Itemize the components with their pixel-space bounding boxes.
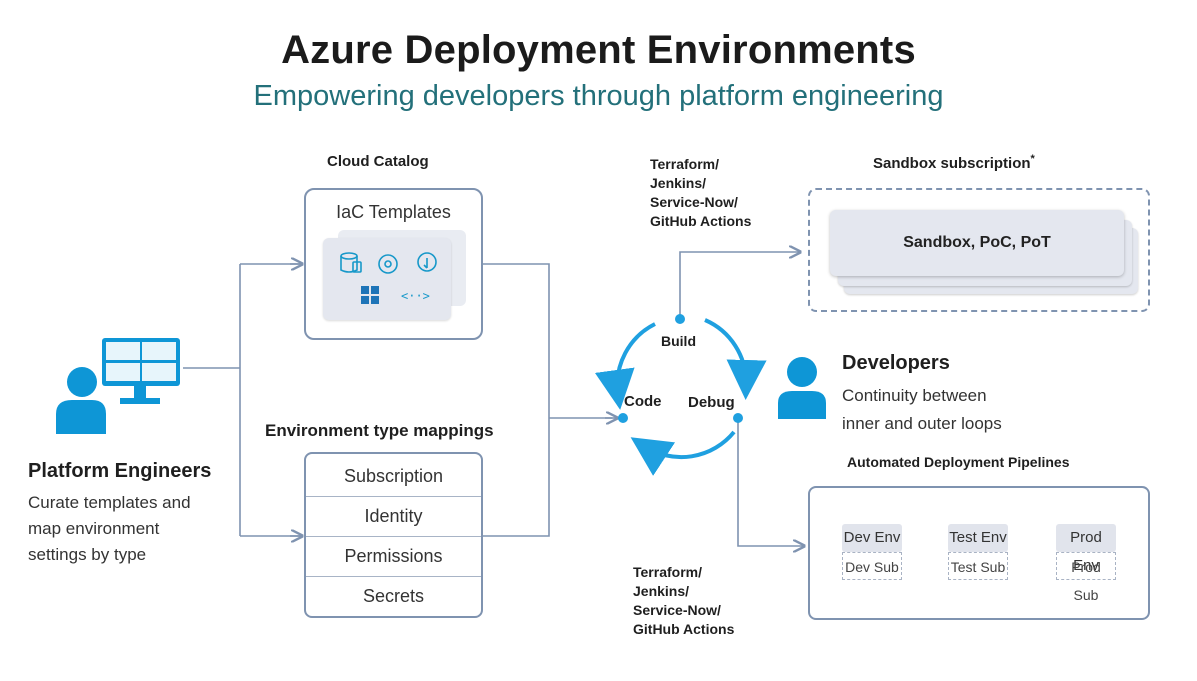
tools-top-line: Service-Now/ (650, 194, 738, 210)
tools-bottom-line: GitHub Actions (633, 621, 735, 637)
developers-desc: Continuity between inner and outer loops (842, 382, 1002, 438)
developer-icon (776, 355, 828, 421)
tools-bottom: Terraform/ Jenkins/ Service-Now/ GitHub … (633, 563, 734, 639)
platform-desc: Curate templates and map environment set… (28, 490, 191, 568)
env-dev[interactable]: Dev Env Dev Sub (842, 524, 902, 580)
debug-to-pipelines (737, 418, 804, 546)
developers-desc-line: inner and outer loops (842, 414, 1002, 433)
devops-loop (594, 314, 767, 476)
code-icon: <··> (401, 289, 430, 303)
platform-desc-line: map environment (28, 519, 160, 538)
platform-desc-line: Curate templates and (28, 493, 191, 512)
catalog-to-loop (483, 263, 612, 537)
platform-desc-line: settings by type (28, 545, 147, 564)
template-card-front: <··> (323, 238, 451, 320)
pipelines-heading: Automated Deployment Pipelines (847, 454, 1070, 470)
sandbox-card-label: Sandbox, PoC, PoT (903, 234, 1051, 251)
tools-top-line: Terraform/ (650, 156, 719, 172)
env-test-label: Test Env (948, 524, 1008, 552)
catalog-heading: Cloud Catalog (327, 153, 429, 170)
page-subtitle: Empowering developers through platform e… (253, 80, 944, 112)
env-prod-label: Prod Env (1056, 524, 1116, 574)
developers-desc-line: Continuity between (842, 386, 987, 405)
iac-templates-title: IaC Templates (336, 202, 451, 222)
loop-build-label: Build (661, 333, 696, 349)
storage-icon (340, 252, 362, 273)
loop-code-label: Code (624, 393, 662, 410)
pipelines-box: Dev Env Dev Sub Test Env Test Sub Prod E… (808, 486, 1150, 620)
page-title: Azure Deployment Environments (281, 28, 916, 72)
grid-icon (361, 286, 379, 304)
env-test-sub: Test Sub (948, 552, 1008, 580)
tools-top-line: GitHub Actions (650, 213, 752, 229)
developers-title: Developers (842, 352, 950, 374)
tools-bottom-line: Service-Now/ (633, 602, 721, 618)
tools-bottom-line: Terraform/ (633, 564, 702, 580)
build-to-sandbox (679, 252, 800, 318)
tools-top-line: Jenkins/ (650, 175, 707, 191)
tools-bottom-line: Jenkins/ (633, 583, 690, 599)
iac-templates-box[interactable]: IaC Templates <··> (304, 188, 483, 340)
platform-connector (183, 263, 300, 537)
key-icon (417, 252, 437, 272)
kubernetes-icon (378, 254, 398, 274)
env-dev-label: Dev Env (842, 524, 902, 552)
mapping-row-permissions[interactable]: Permissions (306, 536, 481, 577)
tools-top: Terraform/ Jenkins/ Service-Now/ GitHub … (650, 155, 751, 231)
platform-title: Platform Engineers (28, 460, 212, 482)
sandbox-card[interactable]: Sandbox, PoC, PoT (830, 210, 1124, 276)
mappings-heading: Environment type mappings (265, 421, 494, 440)
env-test[interactable]: Test Env Test Sub (948, 524, 1008, 580)
loop-debug-label: Debug (688, 394, 735, 411)
mapping-row-subscription[interactable]: Subscription (306, 456, 481, 497)
sandbox-box: Sandbox, PoC, PoT (808, 188, 1150, 312)
mapping-row-secrets[interactable]: Secrets (362, 586, 425, 606)
mappings-box: Subscription Identity Permissions Secret… (304, 452, 483, 618)
env-prod[interactable]: Prod Env Prod Sub (1056, 524, 1116, 603)
sandbox-heading: Sandbox subscription* (873, 153, 1035, 172)
env-prod-sub: Prod Sub (1056, 552, 1116, 603)
sandbox-heading-text: Sandbox subscription (873, 155, 1031, 172)
mapping-row-identity[interactable]: Identity (306, 496, 481, 537)
sandbox-asterisk: * (1030, 153, 1035, 165)
platform-engineer-icon (56, 336, 186, 436)
env-dev-sub: Dev Sub (842, 552, 902, 580)
